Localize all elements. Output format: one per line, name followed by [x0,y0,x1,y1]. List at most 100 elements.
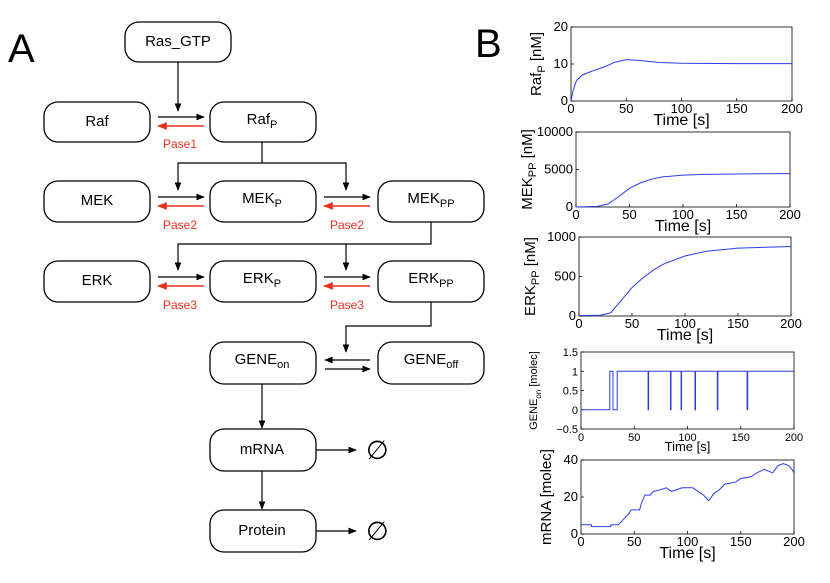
node-erk-p: ERKP [209,260,317,303]
x-tick-label: 200 [781,101,803,116]
label-pase3-b: Pase3 [330,298,364,312]
x-tick-label: 50 [622,207,636,222]
label-pase2-b: Pase2 [330,218,364,232]
y-tick-label: 1000 [547,229,576,244]
node-mek-p: MEKP [209,180,317,223]
y-tick-label: −0.5 [556,424,578,436]
svg-text:Ras_GTP: Ras_GTP [145,33,211,50]
y-tick-label: 40 [564,452,578,467]
y-tick-label: 500 [554,269,576,284]
node-raf: Raf [43,101,151,143]
label-pase3-a: Pase3 [163,298,197,312]
y-axis-label: ERKPP [nM] [522,237,542,316]
x-tick-label: 200 [785,432,803,444]
series-line [575,173,791,208]
node-mek-pp: MEKPP [377,180,485,223]
arrow-erkpp-to-gene [342,302,432,353]
x-tick-label: 0 [572,207,579,222]
svg-text:MEKPP: MEKPP [407,190,454,210]
node-protein: Protein [209,509,317,553]
plot-area [575,131,791,208]
node-gene-off: GENEoff [377,341,485,385]
x-tick-label: 150 [726,207,748,222]
x-tick-label: 100 [674,316,696,331]
x-tick-label: 150 [732,432,750,444]
arrow-mekpp-to-erk [174,222,432,271]
x-tick-label: 0 [578,432,584,444]
svg-text:ERK: ERK [82,272,113,289]
y-tick-label: 10 [554,56,568,71]
x-axis-label: Time [s] [653,112,709,129]
x-axis-label: Time [s] [655,218,711,235]
x-tick-label: 100 [678,432,696,444]
x-tick-label: 150 [726,101,748,116]
y-tick-label: 0.5 [563,386,578,398]
empty-set-protein: ∅ [366,516,389,546]
svg-text:GENEon: GENEon [235,351,290,371]
panel-label-a: A [8,27,35,71]
y-tick-label: 5000 [544,162,573,177]
svg-text:RafP: RafP [247,111,278,131]
y-tick-label: 1 [572,366,578,378]
x-tick-label: 100 [671,101,693,116]
node-raf-p: RafP [209,101,317,143]
y-tick-label: 0 [566,199,573,214]
svg-text:ERKP: ERKP [243,270,281,290]
edges [157,62,432,535]
svg-text:Raf: Raf [85,113,109,130]
svg-text:Protein: Protein [238,522,286,539]
series-line [581,370,794,411]
x-tick-label: 50 [627,534,641,549]
svg-text:mRNA: mRNA [240,441,284,458]
panel-label-b: B [475,22,502,66]
node-mrna: mRNA [209,428,317,472]
label-pase1: Pase1 [163,137,197,151]
arrow-rafp-to-mekp [262,162,350,191]
svg-text:MEK: MEK [81,192,114,209]
node-erk-pp: ERKPP [377,260,485,303]
svg-text:ERKPP: ERKPP [408,270,454,290]
x-tick-label: 50 [619,101,633,116]
y-axis-label: MEKPP [nM] [519,129,539,210]
y-tick-label: 1.5 [563,347,578,359]
series-line [570,59,792,102]
y-tick-label: 20 [564,489,578,504]
x-tick-label: 0 [575,316,582,331]
x-axis-label: Time [s] [657,327,713,344]
x-tick-label: 150 [727,316,749,331]
y-tick-label: 0 [572,405,578,417]
arrow-rafp-to-mek [174,142,263,191]
series-line [581,463,795,528]
x-axis-label: Time [s] [665,439,711,454]
node-gene-on: GENEon [209,341,317,385]
y-axis-label: mRNA [molec] [538,449,555,545]
svg-text:GENEoff: GENEoff [404,351,459,371]
y-tick-label: 0 [569,308,576,323]
svg-text:MEKP: MEKP [242,190,282,210]
y-tick-label: 0 [571,526,578,541]
plot-area [578,236,792,317]
label-pase2-a: Pase2 [163,218,197,232]
x-tick-label: 200 [783,534,805,549]
x-axis-label: Time [s] [659,545,715,562]
x-tick-label: 100 [677,534,699,549]
node-erk: ERK [43,260,151,303]
x-tick-label: 200 [780,316,802,331]
plot-area [580,351,795,430]
y-tick-label: 20 [554,19,568,34]
x-tick-label: 0 [577,534,584,549]
y-axis-label: RafP [nM] [528,32,548,96]
y-tick-label: 0 [561,93,568,108]
plot-area [580,459,795,535]
x-tick-label: 200 [779,207,801,222]
x-tick-label: 150 [730,534,752,549]
x-tick-label: 0 [567,101,574,116]
empty-set-mrna: ∅ [366,435,389,465]
